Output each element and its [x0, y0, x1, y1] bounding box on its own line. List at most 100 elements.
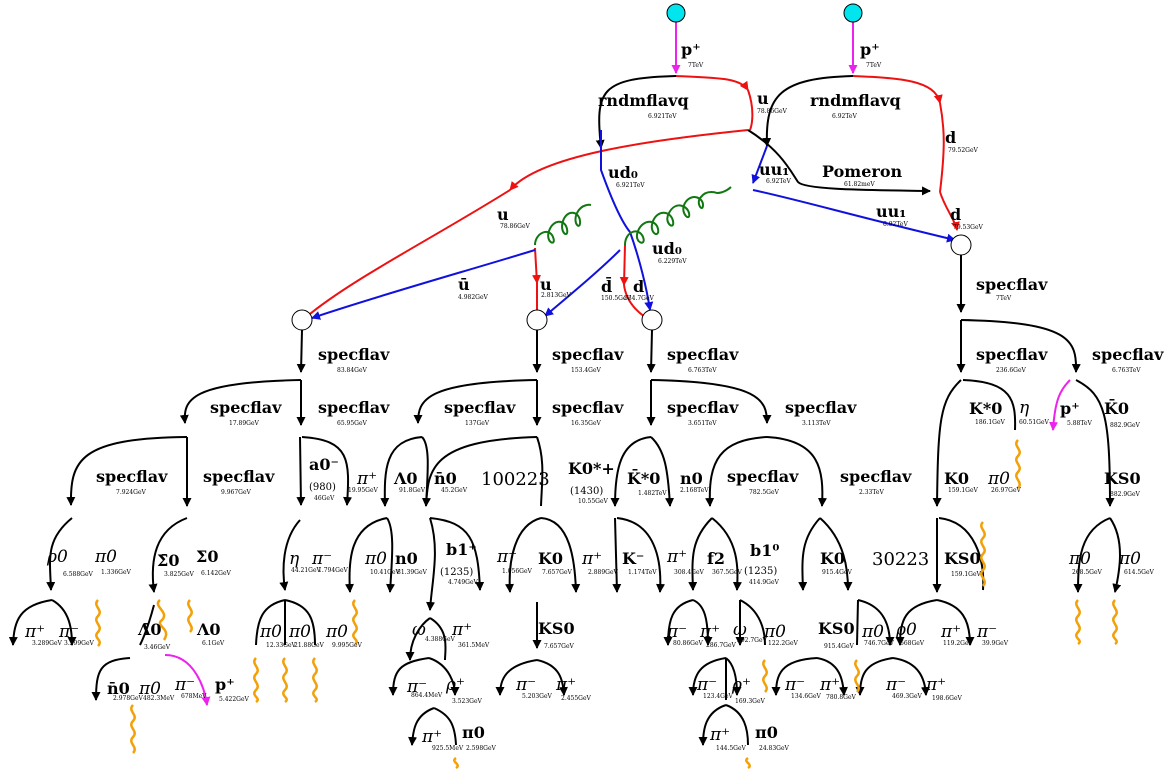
hadron-pi0-1-energy: 26.97GeV	[991, 487, 1022, 494]
parton-ud0-2: ud₀	[652, 239, 682, 258]
hadron-piminus-8: π⁻	[515, 675, 536, 695]
beam-2-energy: 7TeV	[866, 62, 882, 69]
hadron-ks0-1: KS0	[1104, 469, 1141, 488]
parton-u-top: u	[757, 89, 769, 108]
hadron-pi0-1: π0	[987, 469, 1010, 489]
hadron-rho0-1: ρ0	[46, 547, 68, 567]
hadron-b10: b1⁰	[750, 541, 779, 560]
hadron-rho0-2-energy: 668GeV	[900, 640, 925, 647]
hadron-piminus-4-energy: 80.86GeV	[673, 640, 704, 647]
hadron-lambda0-2: Λ0	[196, 620, 221, 639]
hadron-piminus-1: π⁻	[311, 549, 332, 569]
hadron-proton-2-energy: 5.422GeV	[219, 696, 250, 703]
hadron-omega-1-energy: 4.388GeV	[425, 636, 456, 643]
specflav-1-energy: 83.84GeV	[337, 367, 368, 374]
parton-u-top-energy: 78.86GeV	[757, 108, 788, 115]
hadron-piplus-6-energy: 286.7GeV	[706, 642, 737, 649]
hadron-nbar0: n̄0	[434, 469, 457, 488]
specflav-7-energy: 17.89GeV	[229, 420, 260, 427]
hadron-kstar0-energy: 186.1GeV	[975, 419, 1006, 426]
hadron-kbarstar0: K̄*0	[627, 468, 660, 488]
hadron-f2-energy: 367.5GeV	[712, 569, 743, 576]
specflav-4: specflav	[976, 275, 1048, 294]
beam-proton-2: p⁺ 7TeV	[843, 3, 882, 74]
parton-u-low: u	[540, 275, 552, 294]
hadron-piminus-9: π⁻	[696, 675, 717, 695]
hadron-eta-1-energy: 60.51GeV	[1019, 419, 1050, 426]
parton-uu1: uu₁	[759, 160, 789, 179]
hadron-proton-2: p⁺	[215, 675, 235, 694]
hadron-rho0-1-energy: 6.588GeV	[63, 571, 94, 578]
hadron-piplus-4: π⁺	[24, 622, 45, 642]
parton-u-mid: u	[497, 205, 509, 224]
hadron-k0-2: K0	[538, 549, 563, 568]
hadron-piplus-11-energy: 925.5MeV	[432, 745, 464, 752]
hadron-b1plus-mass: (1235)	[440, 567, 473, 578]
beam-1-vertex	[666, 3, 686, 23]
hadron-piplus-2: π⁺	[581, 549, 602, 569]
specflav-6-energy: 6.763TeV	[1112, 367, 1141, 374]
beam-1-label: p⁺	[681, 40, 701, 59]
beam-1-energy: 7TeV	[688, 62, 704, 69]
hadron-k0starplus-energy: 10.55GeV	[578, 498, 609, 505]
hadron-ks0-1-energy: 882.9GeV	[1110, 491, 1141, 498]
hadron-piplus-8-energy: 2.455GeV	[561, 695, 592, 702]
hadron-eta-2: η	[289, 549, 300, 569]
specflav-8: specflav	[318, 398, 390, 417]
hadron-pi0-4: π0	[1068, 549, 1091, 569]
vertex-4	[950, 234, 972, 256]
hadron-k0bar-energy: 882.9GeV	[1110, 422, 1141, 429]
hadron-piminus-7: π⁻	[406, 677, 427, 697]
hadron-pi0-2: π0	[94, 547, 117, 567]
parton-u-low-energy: 2.813GeV	[541, 292, 572, 299]
parton-d-low-energy: 534.7GeV	[624, 295, 655, 302]
parton-rndmflavq-1-energy: 6.921TeV	[648, 113, 677, 120]
hadron-lambdabar0-energy: 3.46GeV	[144, 644, 171, 651]
specflav-12: specflav	[785, 398, 857, 417]
hadron-piminus-7-energy: 864.4MeV	[411, 692, 443, 699]
specflav-2-energy: 153.4GeV	[571, 367, 602, 374]
hadron-k0-3: K0	[820, 549, 845, 568]
hadron-pi0-8-energy: 9.995GeV	[332, 642, 363, 649]
hadron-piplus-1: π⁺	[356, 469, 377, 489]
vertex-1	[291, 309, 313, 331]
hadron-piplus-11: π⁺	[421, 727, 442, 747]
hadron-kstar0: K*0	[969, 399, 1002, 418]
hadron-pi0-8: π0	[325, 622, 348, 642]
parton-rndmflavq-2-energy: 6.92TeV	[832, 113, 857, 120]
parton-ubar: ū	[458, 275, 470, 294]
hadron-n0-2-energy: 81.39GeV	[397, 569, 428, 576]
hadron-nbar0-energy: 45.2GeV	[441, 487, 468, 494]
hadron-a0: a0⁻	[309, 455, 339, 474]
hadron-a0-energy: 46GeV	[314, 495, 335, 502]
hadron-b1plus-energy: 4.749GeV	[448, 579, 479, 586]
gluons	[534, 186, 732, 246]
parton-ud0-energy: 6.921TeV	[616, 182, 645, 189]
parton-uu1-energy: 6.92TeV	[766, 178, 791, 185]
photon-lines	[95, 439, 1118, 770]
hadron-pi0-13: π0	[755, 723, 778, 742]
parton-lines	[304, 75, 960, 320]
hadron-piplus-5: π⁺	[451, 620, 472, 640]
hadron-piminus-3: π⁻	[58, 622, 79, 642]
hadron-f2: f2	[707, 549, 725, 568]
beam-2-vertex	[843, 3, 863, 23]
hadron-lambda0-2-energy: 6.1GeV	[202, 640, 225, 647]
hadron-pi0-11: π0	[138, 679, 161, 699]
hadron-piplus-7: π⁺	[940, 622, 961, 642]
hadron-piminus-2-energy: 1.056GeV	[502, 568, 533, 575]
hadron-ks0-4: KS0	[818, 619, 855, 638]
hadron-b1plus: b1⁺	[446, 540, 477, 559]
hadron-piminus-6: π⁻	[174, 675, 195, 695]
hadron-sigma0-energy: 6.142GeV	[201, 570, 232, 577]
hadron-piminus-11: π⁻	[885, 675, 906, 695]
hadron-piminus-11-energy: 469.3GeV	[892, 693, 923, 700]
hadron-piplus-10-energy: 198.6GeV	[932, 695, 963, 702]
hadron-omega-2-energy: 292.7GeV	[737, 637, 768, 644]
parton-ud0-2-energy: 6.229TeV	[658, 258, 687, 265]
parton-dbar-energy: 150.5GeV	[601, 295, 632, 302]
parton-ud0: ud₀	[608, 163, 638, 182]
hadron-pi0-5-energy: 614.5GeV	[1124, 569, 1155, 576]
specflav-12-energy: 3.113TeV	[802, 420, 831, 427]
hadron-rhoplus-1-energy: 3.523GeV	[452, 698, 483, 705]
